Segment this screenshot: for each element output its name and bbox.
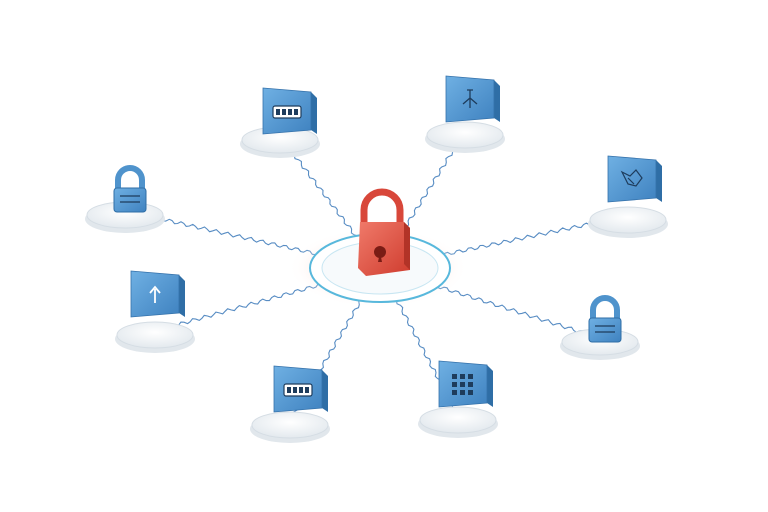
node-left-middle <box>115 270 195 353</box>
device-nodes <box>85 75 668 443</box>
map-icon <box>607 155 662 203</box>
grid-icon <box>438 360 493 408</box>
upload-arrow-icon <box>130 270 185 318</box>
node-top-left <box>240 87 320 158</box>
node-pad <box>589 206 667 234</box>
node-bottom-right <box>418 360 498 438</box>
node-pad <box>426 121 504 149</box>
node-left-upper <box>85 165 165 233</box>
node-pad <box>419 406 497 434</box>
node-right-upper <box>588 155 668 238</box>
node-bottom-left <box>250 365 330 443</box>
keyboard-icon <box>262 87 317 135</box>
network-icon <box>445 75 500 123</box>
node-pad <box>116 321 194 349</box>
node-top-right <box>425 75 505 153</box>
node-pad <box>251 411 329 439</box>
node-right-lower <box>560 295 640 360</box>
central-hub <box>288 188 468 308</box>
padlock-icon <box>113 165 147 213</box>
padlock-icon <box>588 295 622 343</box>
padlock-icon <box>358 188 410 276</box>
keypad-icon <box>273 365 328 413</box>
